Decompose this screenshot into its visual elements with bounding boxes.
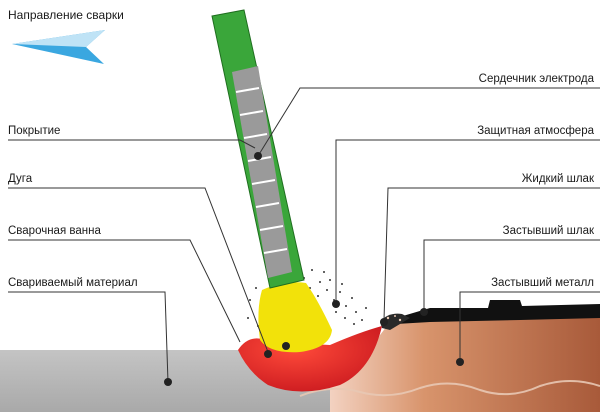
leader-lines: [8, 87, 600, 383]
leader-dots: [164, 152, 464, 386]
label-liquid-slag: Жидкий шлак: [521, 173, 594, 185]
label-protective-atmosphere: Защитная атмосфера: [477, 125, 594, 137]
electrode-core: [232, 66, 292, 278]
label-electrode-core: Сердечник электрода: [478, 73, 594, 85]
label-solidified-metal: Застывший металл: [491, 277, 594, 289]
label-arc: Дуга: [8, 173, 33, 185]
label-weld-pool: Сварочная ванна: [8, 225, 101, 237]
label-base-material: Свариваемый материал: [8, 277, 138, 289]
label-solidified-slag: Застывший шлак: [502, 225, 594, 237]
bottom-contour: [299, 380, 600, 397]
solidified-slag: [396, 300, 600, 324]
electrode: [211, 9, 305, 289]
direction-arrow-icon: [12, 30, 105, 64]
label-coating: Покрытие: [8, 125, 61, 137]
liquid-slag-specks: [386, 315, 402, 322]
direction-label: Направление сварки: [8, 8, 124, 22]
arc: [258, 282, 332, 353]
